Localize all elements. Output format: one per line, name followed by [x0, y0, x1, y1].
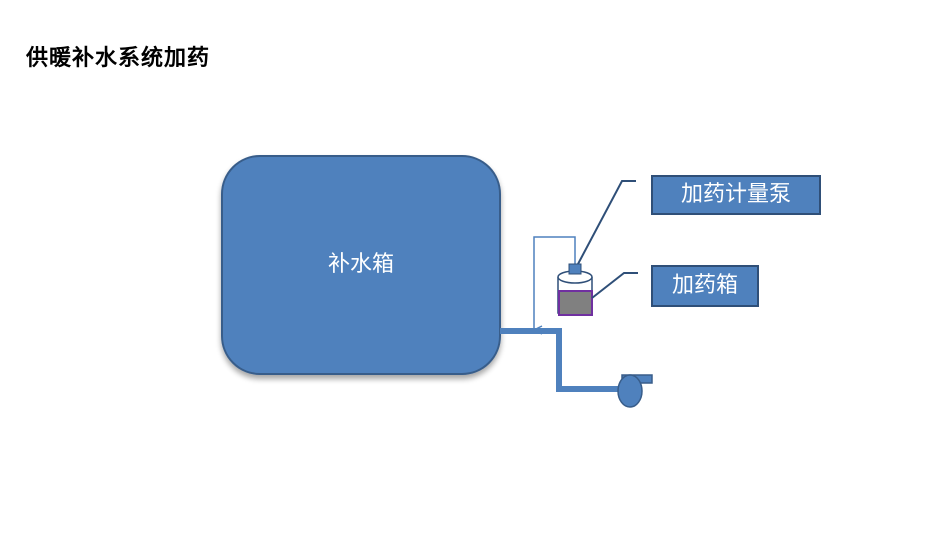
- page-title: 供暖补水系统加药: [26, 46, 211, 71]
- chemical-fill: [558, 290, 593, 316]
- metering-pump-icon: [568, 263, 582, 275]
- main-pipe: [500, 328, 625, 392]
- dosing-tank-icon: [557, 270, 593, 316]
- dosing-pump-label: 加药计量泵: [651, 175, 821, 215]
- dosing-line: [534, 236, 576, 330]
- tank-callout-line: [591, 272, 638, 299]
- makeup-tank: [221, 155, 501, 375]
- dosing-tank-label: 加药箱: [651, 265, 759, 307]
- pump-icon: [617, 374, 653, 408]
- makeup-tank-label: 补水箱: [327, 252, 394, 277]
- pump-callout-line: [577, 180, 636, 265]
